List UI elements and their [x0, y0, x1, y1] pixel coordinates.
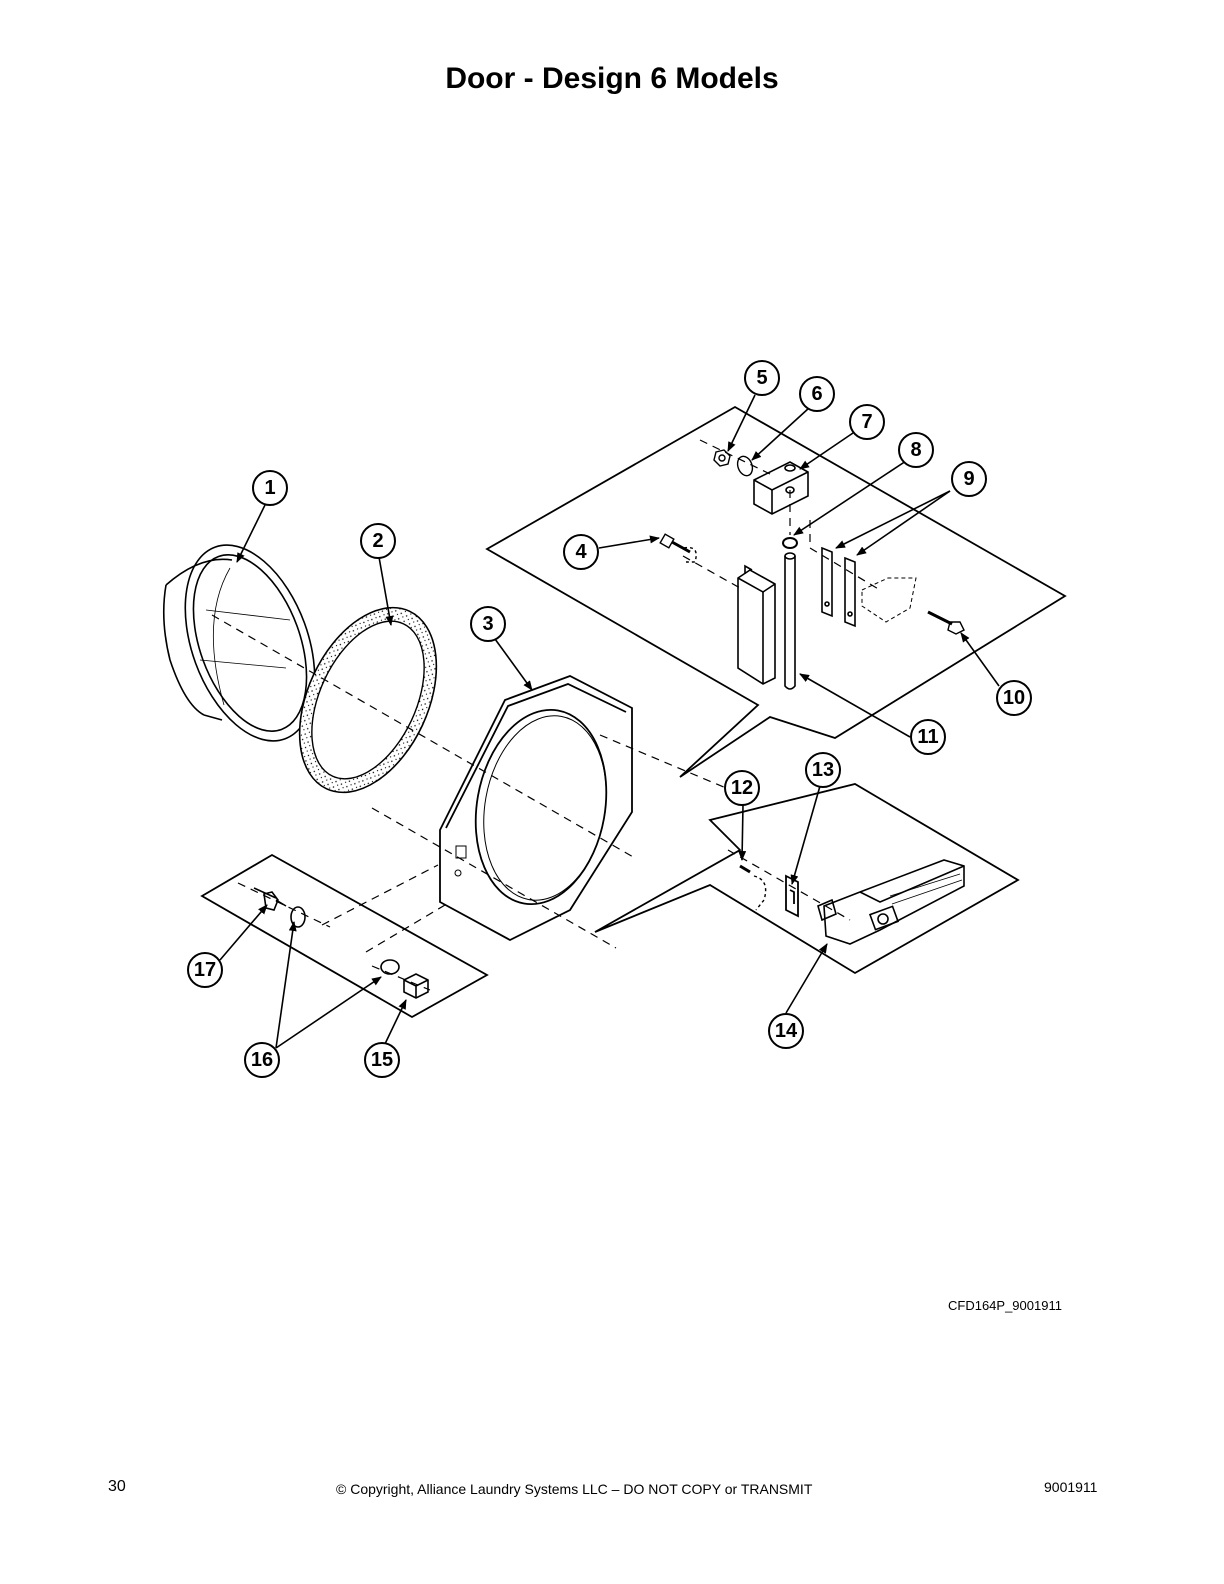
callout-label-7: 7 [861, 411, 872, 433]
callout-label-13: 13 [812, 759, 834, 781]
door-handle-part-14 [817, 859, 965, 945]
bottom-detail-panel [200, 853, 489, 1019]
callout-label-2: 2 [372, 530, 383, 552]
callout-label-8: 8 [910, 439, 921, 461]
door-gasket-part [298, 606, 438, 794]
callout-circles [187, 360, 1032, 1078]
callout-6 [799, 376, 835, 412]
callout-1 [252, 470, 288, 506]
callout-label-17: 17 [194, 959, 216, 981]
hinge-pin-part-11 [784, 552, 796, 690]
bolt-part-10 [927, 610, 965, 635]
callout-label-11: 11 [917, 726, 938, 748]
callout-5 [744, 360, 780, 396]
callout-leaders [219, 394, 1000, 1049]
callout-labels: 1 2 3 4 5 6 7 8 9 10 11 12 13 14 15 16 1… [194, 367, 1025, 1071]
callout-14 [768, 1013, 804, 1049]
callout-3 [470, 606, 506, 642]
callout-label-3: 3 [482, 613, 493, 635]
callout-13 [805, 752, 841, 788]
callout-9 [951, 461, 987, 497]
stud-part-17 [253, 887, 287, 911]
door-glass-part [162, 544, 316, 742]
callout-label-1: 1 [264, 477, 275, 499]
callout-label-5: 5 [756, 367, 767, 389]
nut-part-15 [403, 973, 429, 999]
callout-8 [898, 432, 934, 468]
washer-part-8 [782, 537, 798, 549]
latch-detail-panel [594, 783, 1020, 975]
hinge-block-part-7 [753, 461, 809, 515]
hinge-bracket [737, 564, 776, 685]
washer-part-16b [380, 959, 400, 975]
callout-2 [360, 523, 396, 559]
callout-11 [910, 719, 946, 755]
screw-part-12 [739, 864, 767, 911]
hinge-hidden-outline [861, 577, 917, 623]
door-frame-part [439, 675, 633, 942]
callout-16 [244, 1042, 280, 1078]
callout-10 [996, 680, 1032, 716]
callout-17 [187, 952, 223, 988]
callout-12 [724, 770, 760, 806]
shim-plates-part-9 [821, 546, 856, 628]
callout-label-4: 4 [575, 541, 587, 563]
document-number: 9001911 [1044, 1479, 1098, 1495]
nut-part-5 [713, 449, 731, 467]
assembly-centerlines [211, 439, 881, 991]
washer-part-6 [736, 455, 754, 477]
drawing-id: CFD164P_9001911 [948, 1298, 1062, 1313]
screw-part-4 [659, 533, 697, 563]
callout-label-15: 15 [371, 1049, 393, 1071]
callout-label-10: 10 [1003, 687, 1025, 709]
hinge-detail-panel [485, 405, 1067, 778]
callout-4 [563, 534, 599, 570]
page-number: 30 [108, 1478, 126, 1495]
callout-label-14: 14 [775, 1020, 798, 1042]
washer-part-16a [290, 906, 306, 928]
copyright-notice: © Copyright, Alliance Laundry Systems LL… [336, 1481, 813, 1497]
callout-label-9: 9 [963, 468, 974, 490]
callout-label-16: 16 [251, 1049, 273, 1071]
page-title: Door - Design 6 Models [445, 62, 779, 95]
callout-15 [364, 1042, 400, 1078]
callout-label-12: 12 [731, 777, 753, 799]
callout-7 [849, 404, 885, 440]
callout-label-6: 6 [811, 383, 822, 405]
